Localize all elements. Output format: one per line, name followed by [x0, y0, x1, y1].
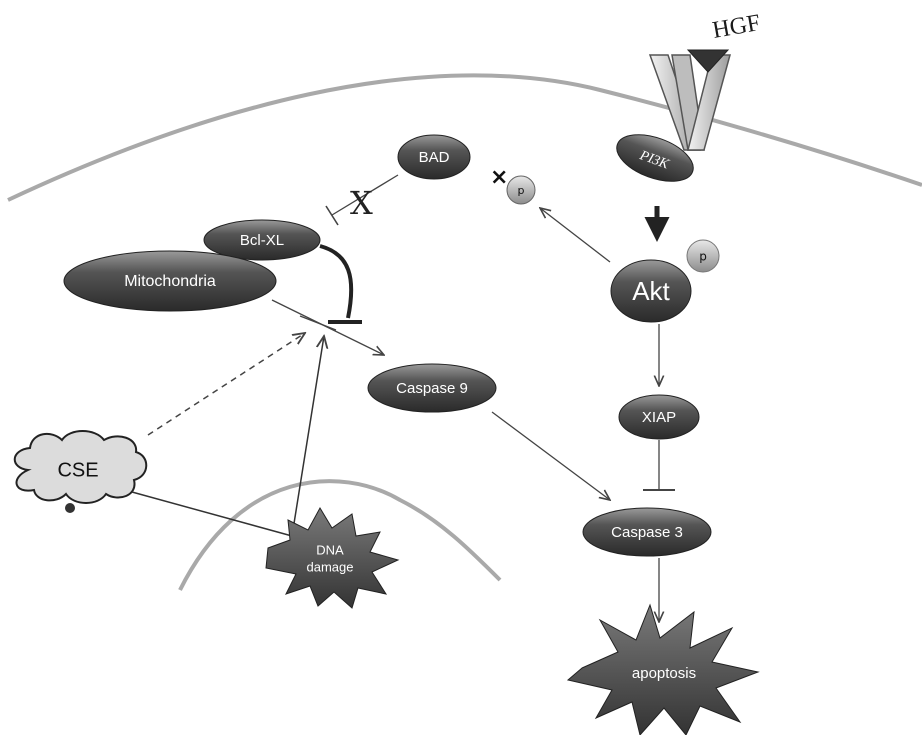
dna-damage-label-line2: damage [307, 559, 354, 574]
hgf-ligand-icon [686, 49, 730, 73]
pi3k-node: PI3K [616, 134, 694, 182]
bad-blocked-inhibition [325, 174, 399, 226]
bad-phosphate-label: p [518, 184, 525, 197]
caspase3-label: Caspase 3 [611, 524, 683, 541]
bad-node: BAD [397, 134, 471, 180]
apoptosis-label: apoptosis [632, 665, 696, 682]
xiap-inhibits-caspase3 [643, 440, 675, 491]
bad-phosphate: p [506, 175, 536, 205]
akt-node: Akt [610, 259, 692, 323]
akt-label: Akt [632, 276, 670, 306]
nuclear-membrane [178, 479, 502, 591]
blocked-x-icon: X [350, 184, 373, 222]
apoptosis-burst: apoptosis [566, 603, 760, 735]
hgf-label: HGF [711, 10, 763, 44]
caspase3-node: Caspase 3 [582, 507, 712, 557]
cell-membrane [7, 73, 922, 202]
hgf-receptor [648, 54, 731, 151]
caspase9-node: Caspase 9 [367, 363, 497, 413]
cse-label: CSE [57, 459, 98, 481]
bcl-xl-node: Bcl-XL [203, 219, 321, 261]
dna-to-pathway-arrow [291, 336, 324, 537]
bad-phospho-cross: × [490, 165, 508, 190]
cse-to-mitochondria-dashed-arrow [147, 333, 305, 436]
dna-damage-burst: DNA damage [265, 506, 400, 609]
mitochondria-label: Mitochondria [124, 273, 216, 290]
cse-to-dna-line [131, 491, 293, 537]
inhibition-crossbar [299, 315, 337, 331]
xiap-label: XIAP [642, 409, 676, 426]
bcl-xl-inhibition [319, 244, 362, 324]
mitochondria-node: Mitochondria [63, 250, 277, 312]
caspase9-label: Caspase 9 [396, 380, 468, 397]
dna-damage-label-line1: DNA [316, 542, 344, 557]
bcl-xl-label: Bcl-XL [240, 232, 284, 249]
akt-to-bad-arrow [540, 208, 611, 263]
akt-phosphate-label: p [699, 250, 707, 264]
caspase9-to-caspase3-arrow [491, 411, 610, 500]
bad-label: BAD [419, 149, 450, 166]
akt-phosphate: p [686, 239, 720, 273]
cse-cloud: CSE [13, 430, 148, 513]
xiap-node: XIAP [618, 394, 700, 440]
